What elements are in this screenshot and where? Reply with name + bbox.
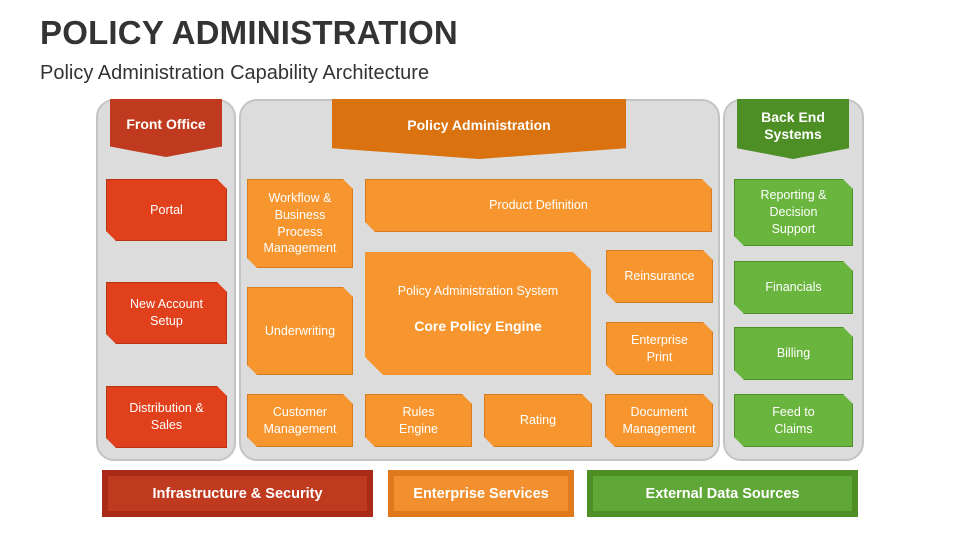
reporting-decision-support-label: Reporting & Decision Support <box>760 188 827 236</box>
back-end-heading: Back End Systems <box>761 108 825 143</box>
core-policy-engine-box: Policy Administration System Core Policy… <box>365 252 591 375</box>
reinsurance-box: Reinsurance <box>606 250 713 303</box>
enterprise-print-box: Enterprise Print <box>606 322 713 375</box>
rating-label: Rating <box>519 413 557 428</box>
workflow-box: Workflow & Business Process Management <box>247 179 353 268</box>
rules-engine-box: Rules Engine <box>365 394 472 447</box>
reporting-decision-support-box: Reporting & Decision Support <box>734 179 853 246</box>
policy-administration-banner: Policy Administration <box>332 99 626 159</box>
infrastructure-security-label: Infrastructure & Security <box>152 485 323 502</box>
financials-label: Financials <box>765 280 822 295</box>
page-subtitle: Policy Administration Capability Archite… <box>40 62 430 84</box>
portal-box: Portal <box>106 179 227 241</box>
new-account-setup-label: New Account Setup <box>130 297 203 328</box>
external-data-sources-bar: External Data Sources <box>587 470 858 517</box>
enterprise-services-bar: Enterprise Services <box>388 470 574 517</box>
new-account-setup-box: New Account Setup <box>106 282 227 344</box>
page-title: POLICY ADMINISTRATION <box>40 14 458 51</box>
infrastructure-security-bar: Infrastructure & Security <box>102 470 373 517</box>
rules-engine-label: Rules Engine <box>399 404 438 436</box>
rating-box: Rating <box>484 394 592 447</box>
underwriting-label: Underwriting <box>264 323 336 338</box>
portal-label: Portal <box>150 202 183 217</box>
document-management-box: Document Management <box>605 394 713 447</box>
distribution-sales-box: Distribution & Sales <box>106 386 227 448</box>
product-definition-box: Product Definition <box>365 179 712 232</box>
financials-box: Financials <box>734 261 853 314</box>
feed-to-claims-label: Feed to Claims <box>772 404 815 436</box>
feed-to-claims-box: Feed to Claims <box>734 394 853 447</box>
workflow-label: Workflow & Business Process Management <box>263 190 337 256</box>
document-management-label: Document Management <box>622 404 696 436</box>
front-office-banner: Front Office <box>110 99 222 157</box>
billing-label: Billing <box>776 346 811 361</box>
core-subtitle: Policy Administration System <box>397 284 559 298</box>
policy-administration-heading: Policy Administration <box>407 117 551 134</box>
enterprise-services-label: Enterprise Services <box>413 485 549 502</box>
product-definition-label: Product Definition <box>489 198 588 213</box>
distribution-sales-label: Distribution & Sales <box>129 401 204 432</box>
billing-box: Billing <box>734 327 853 380</box>
customer-management-box: Customer Management <box>247 394 353 447</box>
back-end-banner: Back End Systems <box>737 99 849 159</box>
enterprise-print-label: Enterprise Print <box>631 332 688 364</box>
external-data-sources-label: External Data Sources <box>645 485 800 502</box>
front-office-heading: Front Office <box>126 116 206 133</box>
customer-management-label: Customer Management <box>263 404 337 436</box>
core-title: Core Policy Engine <box>414 318 542 334</box>
reinsurance-label: Reinsurance <box>624 269 695 284</box>
underwriting-box: Underwriting <box>247 287 353 375</box>
